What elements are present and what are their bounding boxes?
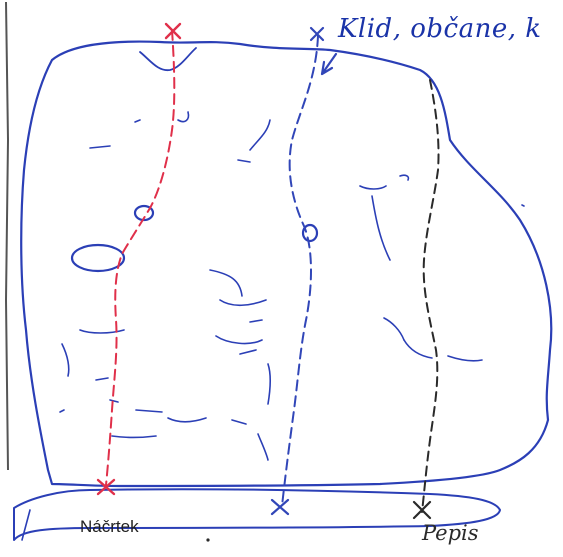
black-route-line xyxy=(421,79,440,513)
caption-dot xyxy=(206,538,210,542)
sketch-caption: Náčrtek xyxy=(80,517,139,536)
red-route-bolts xyxy=(70,204,319,273)
title-note: Klid, občane, k xyxy=(338,14,542,44)
author-signature: Pepis xyxy=(422,521,479,545)
red-top-anchor-mark xyxy=(164,22,182,40)
red-route-marks xyxy=(96,22,182,496)
blue-route-marks xyxy=(270,26,338,516)
red-bottom-start-mark xyxy=(96,478,116,496)
blue-bottom-start-mark xyxy=(270,498,290,516)
rock-top-notch xyxy=(139,47,197,72)
base-ledge xyxy=(13,488,501,541)
black-bottom-start-mark xyxy=(412,500,432,520)
rock-outline xyxy=(20,40,553,488)
blue-arrow-mark xyxy=(320,52,338,76)
black-route-marks xyxy=(412,500,432,520)
blue-top-anchor-mark xyxy=(309,26,325,42)
red-route-line xyxy=(105,29,176,486)
paper-edge-line xyxy=(4,1,10,471)
rock-texture xyxy=(21,111,525,541)
blue-route-line xyxy=(281,35,319,507)
